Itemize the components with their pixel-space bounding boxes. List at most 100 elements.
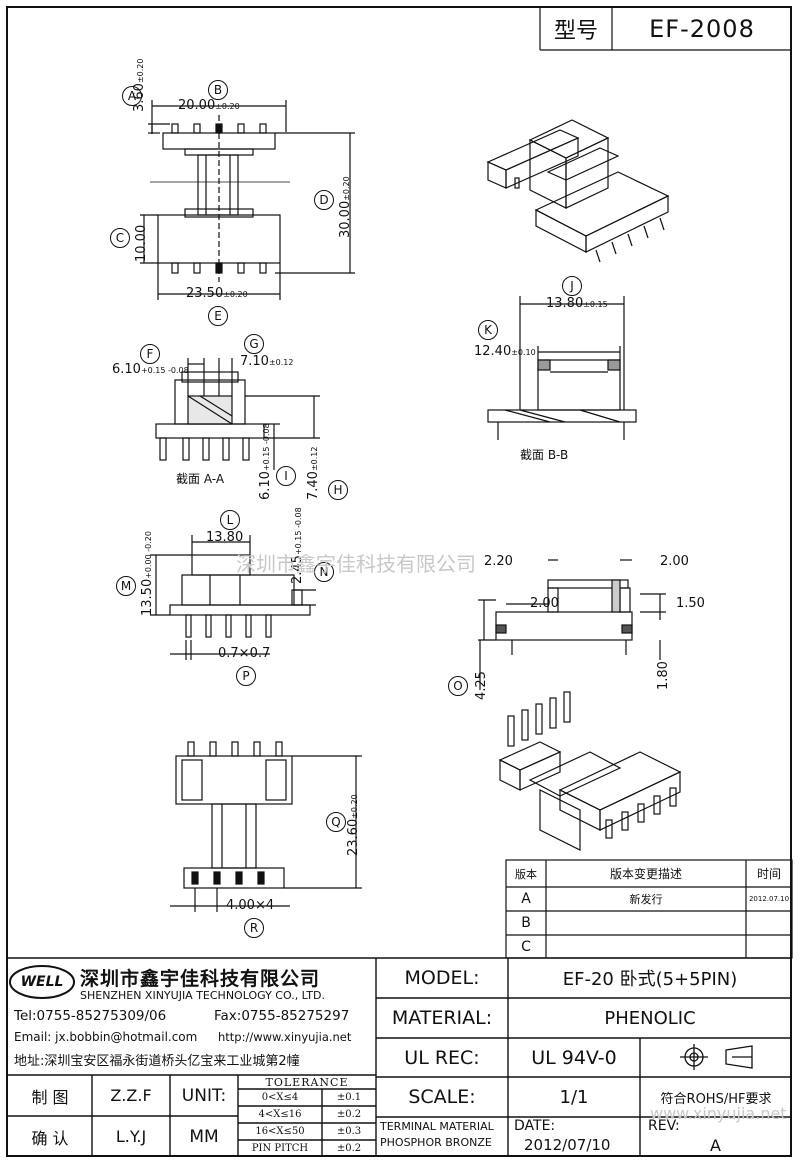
dim-l-marker: L <box>220 510 240 530</box>
top-view <box>140 100 355 300</box>
tolerance-range-2: 4<X≤16 <box>258 1109 302 1120</box>
dim-1-50: 1.50 <box>676 596 705 611</box>
dim-j-marker: J <box>562 276 582 296</box>
rev-row-c-version: C <box>521 938 531 955</box>
ul-symbols <box>680 1044 760 1070</box>
company-name-cn: 深圳市鑫宇佳科技有限公司 <box>80 968 321 990</box>
dim-h-marker: H <box>328 480 348 500</box>
company-email: Email: jx.bobbin@hotmail.com <box>14 1030 198 1044</box>
dim-b: 20.00±0.20 <box>178 98 240 113</box>
dim-p: 0.7×0.7 <box>218 646 271 661</box>
dim-b-marker: B <box>208 80 228 100</box>
tolerance-range-3: 16<X≤50 <box>255 1126 305 1137</box>
dim-g: 7.10±0.12 <box>240 354 294 369</box>
tolerance-value-2: ±0.2 <box>336 1109 362 1120</box>
company-logo: WELL <box>20 974 64 990</box>
ul-rec-label: UL REC: <box>404 1046 480 1069</box>
tolerance-range-4: PIN PITCH <box>251 1143 309 1154</box>
scale-value: 1/1 <box>559 1086 589 1108</box>
model-label-header: 型号 <box>553 19 598 44</box>
rev-header-version: 版本 <box>515 867 537 881</box>
dim-a-marker: A <box>122 86 142 106</box>
material-value: PHENOLIC <box>604 1007 696 1029</box>
dim-i: 6.10+0.15 -0.08 <box>258 423 273 500</box>
unit-value: MM <box>189 1126 219 1147</box>
dim-h: 7.40±0.12 <box>306 446 321 500</box>
compliance-note: 符合ROHS/HF要求 <box>660 1091 772 1107</box>
bottom-view <box>170 741 362 912</box>
dim-c: 10.00 <box>134 224 149 262</box>
dim-2-00-mid: 2.00 <box>530 596 559 611</box>
tolerance-value-1: ±0.1 <box>336 1092 362 1103</box>
rev-row-b-version: B <box>521 915 531 931</box>
rev-label: REV: <box>648 1118 680 1134</box>
dim-f: 6.10+0.15 -0.08 <box>112 362 189 377</box>
dim-q: 23.60±0.20 <box>346 794 361 856</box>
dim-e-marker: E <box>208 306 228 326</box>
dim-g-marker: G <box>244 334 264 354</box>
rev-header-date: 时间 <box>756 867 781 881</box>
ul-rec-value: UL 94V-0 <box>531 1046 617 1069</box>
dim-m-marker: M <box>116 576 136 596</box>
dim-k: 12.40±0.10 <box>474 344 536 359</box>
drawn-value: Z.Z.F <box>110 1086 152 1105</box>
unit-label: UNIT: <box>181 1085 227 1106</box>
section-bb-view <box>487 296 637 440</box>
drawn-label: 制 图 <box>31 1087 69 1107</box>
company-fax: Fax:0755-85275297 <box>214 1008 350 1024</box>
dim-p-marker: P <box>236 666 256 686</box>
tolerance-value-4: ±0.2 <box>336 1143 362 1154</box>
check-value: L.Y.J <box>115 1127 147 1146</box>
tolerance-title: TOLERANCE <box>265 1075 349 1089</box>
dim-r-marker: R <box>244 918 264 938</box>
company-website: http://www.xinyujia.net <box>218 1030 352 1044</box>
dim-m: 13.50+0.00 -0.20 <box>140 531 155 616</box>
company-tel: Tel:0755-85275309/06 <box>14 1008 167 1024</box>
tolerance-range-1: 0<X≤4 <box>261 1092 299 1103</box>
company-name-en: SHENZHEN XINYUJIA TECHNOLOGY CO., LTD. <box>80 989 325 1002</box>
material-label: MATERIAL: <box>391 1007 493 1029</box>
model-value-header: EF-2008 <box>649 15 755 43</box>
dim-2-20: 2.20 <box>484 554 513 569</box>
rev-header-desc: 版本变更描述 <box>609 867 682 881</box>
dim-f-marker: F <box>140 344 160 364</box>
dim-1-80: 1.80 <box>656 661 671 690</box>
rev-row-a-date: 2012.07.10 <box>748 895 790 903</box>
dim-i-marker: I <box>276 466 296 486</box>
isometric-view-1 <box>486 119 670 263</box>
detail-view <box>478 559 666 690</box>
side-view <box>150 535 316 660</box>
company-address: 地址:深圳宝安区福永街道桥头亿宝来工业城第2幢 <box>14 1054 300 1069</box>
tolerance-value-3: ±0.3 <box>336 1126 362 1137</box>
dim-q-marker: Q <box>326 812 346 832</box>
dim-o-marker: O <box>448 676 468 696</box>
terminal-material: TERMINAL MATERIAL <box>380 1120 494 1133</box>
dim-r: 4.00×4 <box>226 898 275 913</box>
scale-label: SCALE: <box>408 1086 476 1108</box>
model-label: MODEL: <box>404 967 480 989</box>
dim-c-marker: C <box>110 228 130 248</box>
rev-value: A <box>710 1136 721 1155</box>
dim-2-00-top: 2.00 <box>660 554 689 569</box>
rev-row-a-desc: 新发行 <box>629 893 663 906</box>
section-aa-view <box>155 358 320 470</box>
dim-e: 23.50±0.20 <box>186 286 248 301</box>
dim-o: 4.25 <box>474 671 489 700</box>
watermark-company: 深圳市鑫宇佳科技有限公司 <box>236 552 476 576</box>
watermark-url: www.xinyujia.net <box>650 1104 787 1123</box>
dim-d-marker: D <box>314 190 334 210</box>
check-label: 确 认 <box>31 1128 69 1148</box>
drawing-frame <box>6 6 792 1157</box>
dim-l: 13.80 <box>206 530 244 545</box>
section-bb-label: 截面 B-B <box>520 448 569 462</box>
phosphor-bronze: PHOSPHOR BRONZE <box>380 1136 492 1149</box>
date-label: DATE: <box>514 1118 556 1134</box>
rev-row-a-version: A <box>521 891 531 907</box>
date-value: 2012/07/10 <box>524 1136 611 1154</box>
isometric-view-2 <box>498 691 682 851</box>
dim-n-marker: N <box>314 562 334 582</box>
dim-k-marker: K <box>478 320 498 340</box>
dim-j: 13.80±0.15 <box>546 296 608 311</box>
dim-d: 30.00±0.20 <box>338 176 353 238</box>
